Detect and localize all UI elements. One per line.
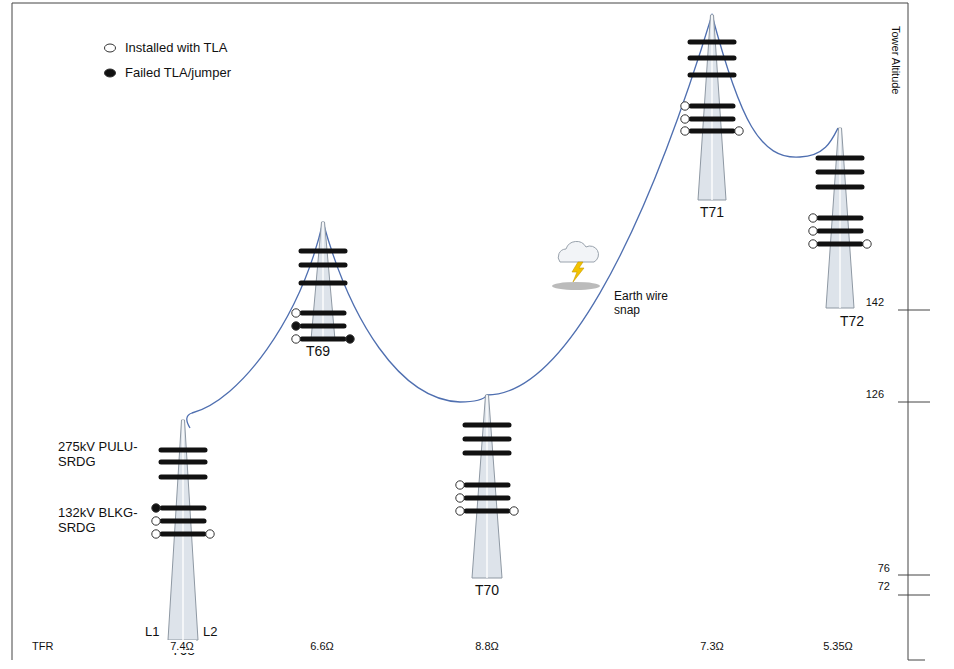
transmission-tower (152, 420, 214, 640)
altitude-value: 126 (866, 388, 884, 401)
tower-number: T69 (306, 343, 330, 359)
side-label: L1 (145, 625, 159, 640)
row-heading: TFR (32, 640, 53, 653)
tfr-value: 7.3Ω (700, 640, 724, 653)
legend-text: Failed TLA/jumper (125, 65, 231, 80)
tfr-value: 5.35Ω (823, 640, 853, 653)
legend-text: Installed with TLA (125, 40, 227, 55)
tfr-value: 8.8Ω (475, 640, 499, 653)
legend-entry: Installed with TLA (103, 40, 227, 55)
event-note: Earth wire snap (612, 290, 682, 318)
axis-title: Tower Altitude (890, 26, 903, 94)
axis-tick (898, 575, 930, 576)
tower-number: T72 (840, 313, 864, 329)
axis-tick (898, 402, 930, 403)
transmission-tower (681, 15, 743, 200)
altitude-value: 142 (866, 296, 884, 309)
tfr-value: 7.4Ω (168, 640, 196, 653)
axis-tick (898, 310, 930, 311)
transmission-tower (456, 395, 518, 578)
legend-symbol (103, 42, 117, 54)
legend-entry: Failed TLA/jumper (103, 65, 231, 80)
legend-symbol (103, 67, 117, 79)
altitude-value: 76 (878, 562, 890, 575)
tfr-value: 6.6Ω (310, 640, 334, 653)
altitude-value: 72 (878, 580, 890, 593)
transmission-tower (292, 222, 354, 343)
tower-number: T71 (700, 204, 724, 220)
circuit-label: 275kV PULU-SRDG (58, 440, 140, 470)
earth-wire (187, 15, 838, 428)
lightning-cloud (552, 241, 600, 290)
circuit-label: 132kV BLKG-SRDG (58, 506, 140, 536)
transmission-tower (809, 128, 871, 308)
tower-number: T70 (475, 582, 499, 598)
axis-tick (898, 595, 930, 596)
frame (12, 3, 925, 660)
side-label: L2 (203, 625, 217, 640)
